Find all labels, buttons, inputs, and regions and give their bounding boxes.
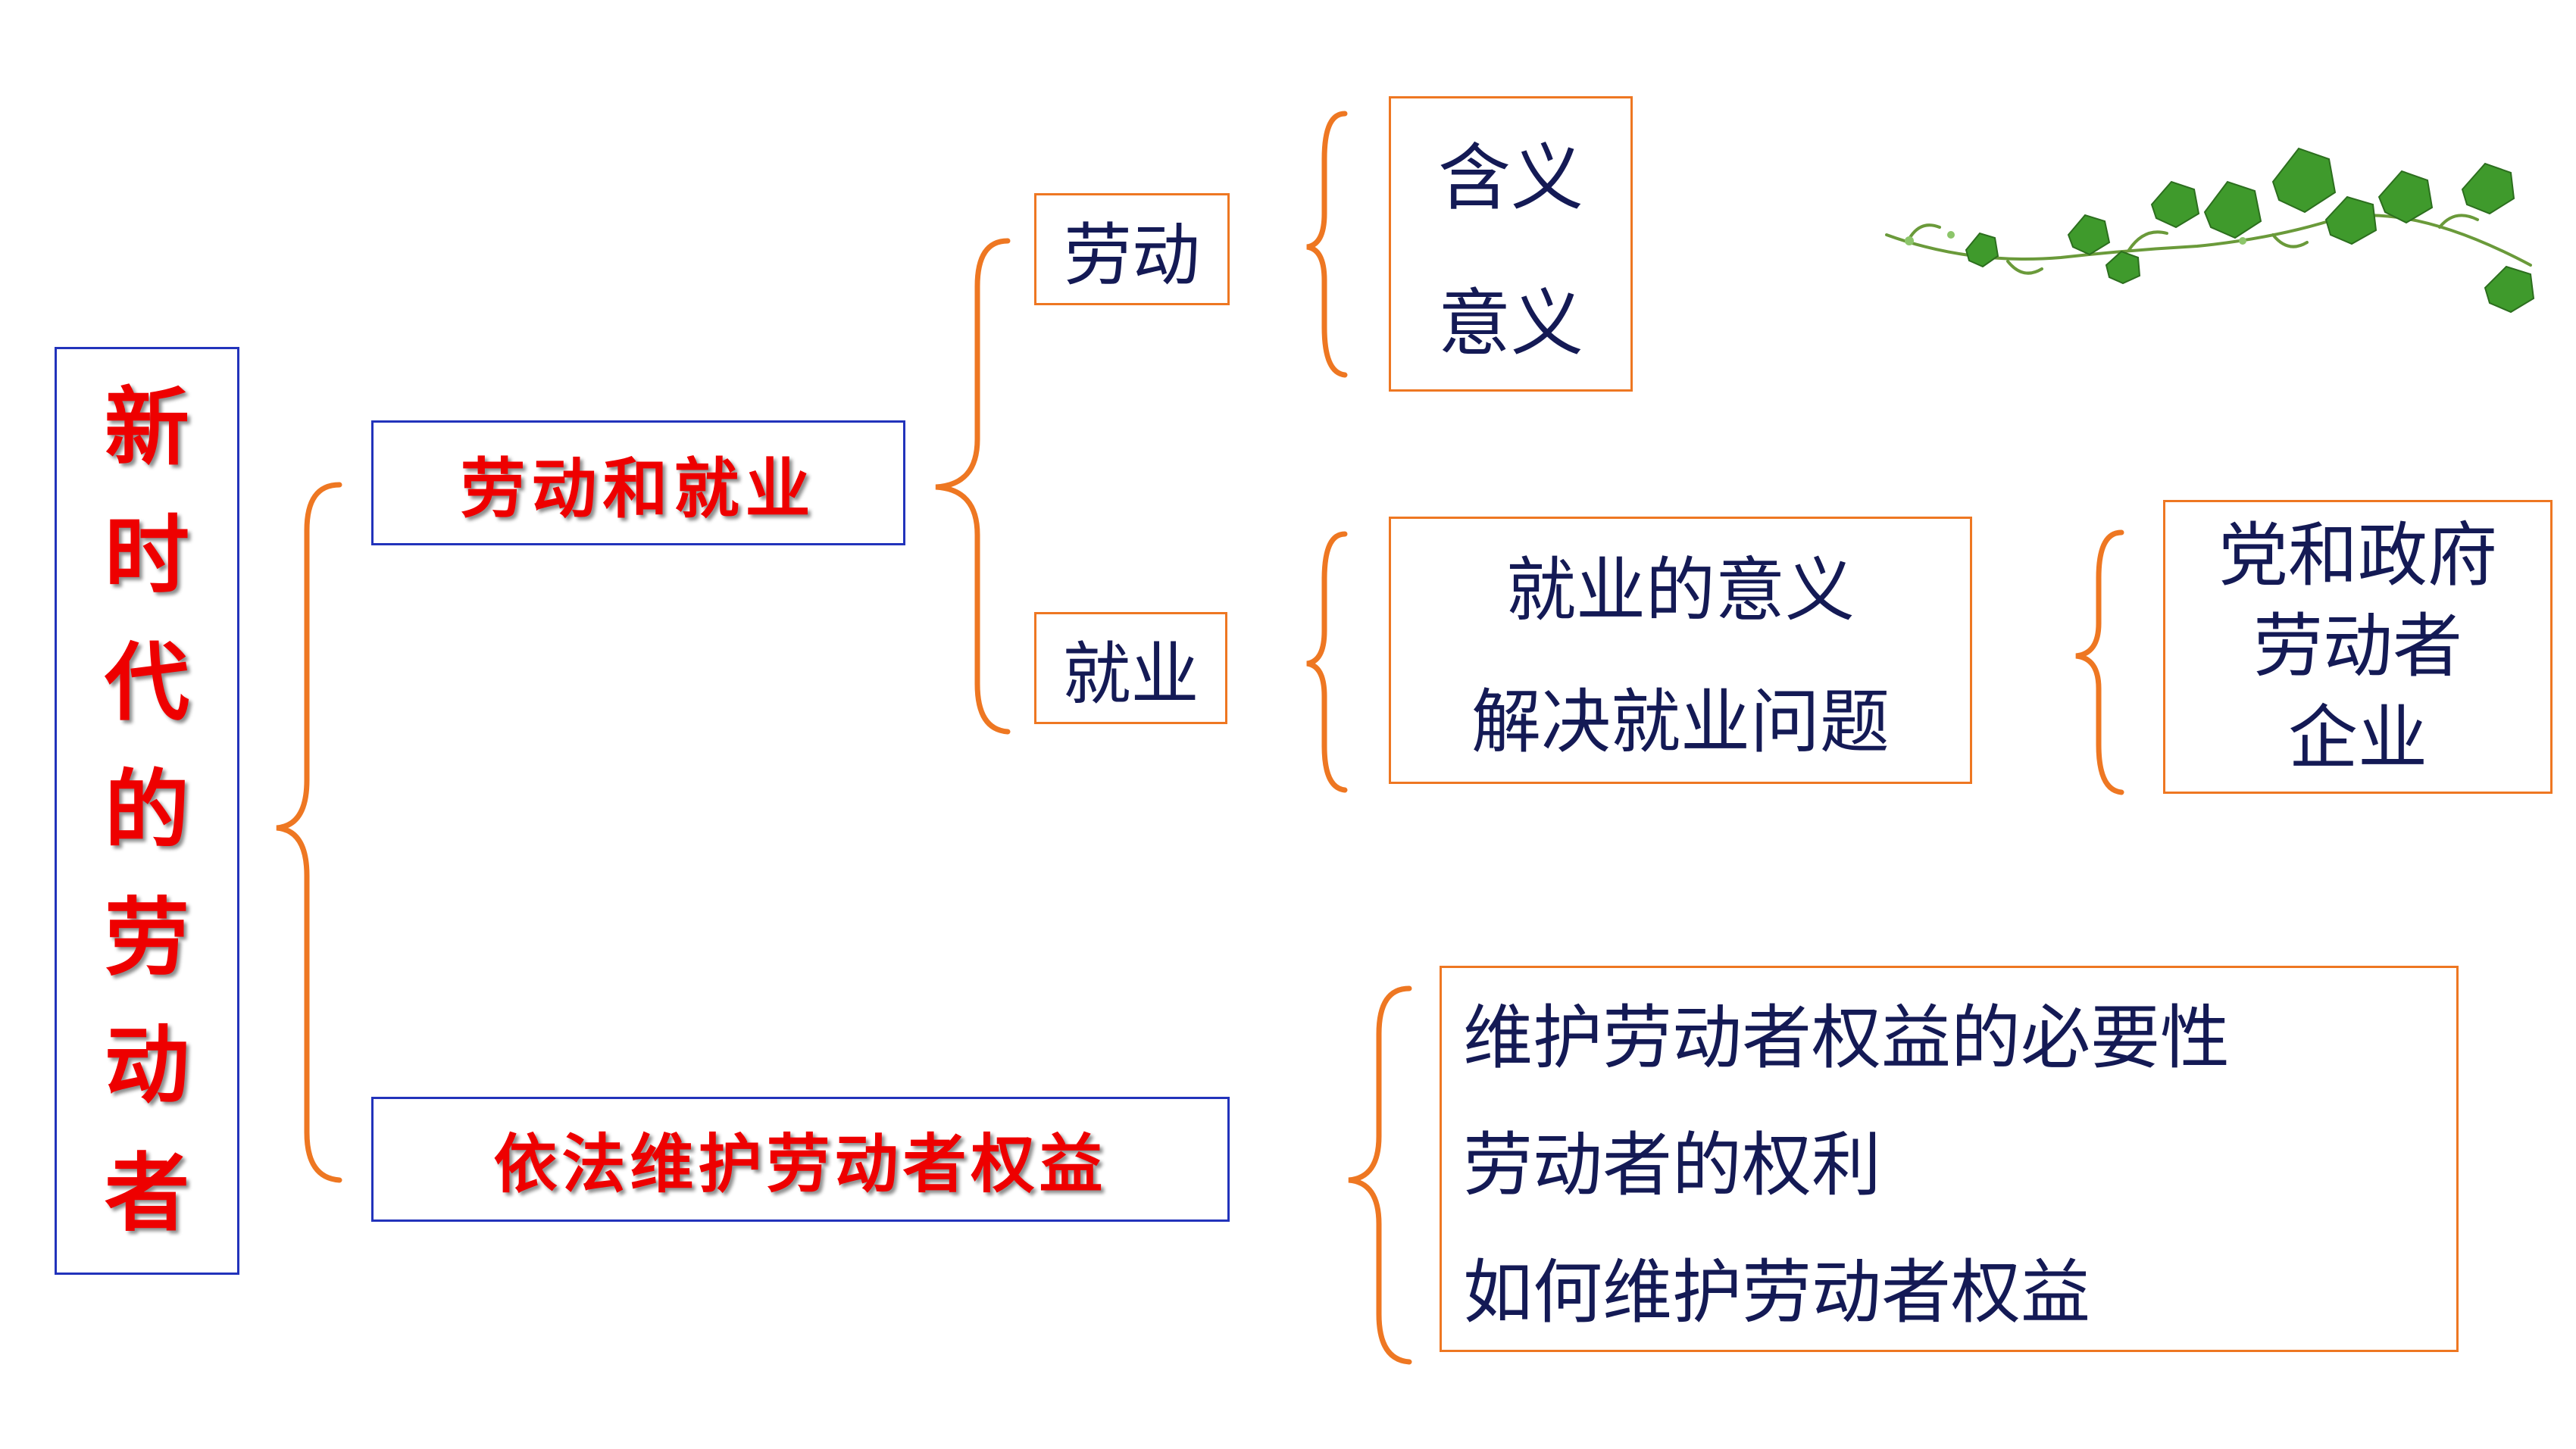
labor-item: 意义 [1438,280,1583,366]
solve-party: 劳动者 [2252,606,2462,688]
labor-box: 劳动 [1034,193,1230,305]
brace-labor [1306,111,1348,378]
employment-item: 解决就业问题 [1471,681,1890,763]
root-title-char: 者 [105,1143,189,1243]
branch-rights-box: 依法维护劳动者权益 [371,1097,1230,1222]
branch-rights-title: 依法维护劳动者权益 [493,1126,1108,1201]
rights-items-box: 维护劳动者权益的必要性 劳动者的权利 如何维护劳动者权益 [1440,966,2459,1352]
root-title-char: 代 [105,633,189,733]
solve-parties-box: 党和政府 劳动者 企业 [2163,500,2553,794]
labor-items-box: 含义 意义 [1389,96,1633,392]
employment-item: 就业的意义 [1505,550,1855,632]
solve-party: 企业 [2287,697,2428,779]
brace-rights [1348,985,1412,1365]
brace-solve-parties [2075,529,2124,795]
rights-item: 维护劳动者权益的必要性 [1463,997,2231,1079]
rights-item: 如何维护劳动者权益 [1463,1251,2091,1333]
root-title-box: 新 时 代 的 劳 动 者 [55,347,239,1275]
branch-labor-employment-box: 劳动和就业 [371,420,905,545]
root-title-char: 新 [105,378,189,478]
root-title-char: 劳 [105,888,189,988]
root-title-char: 时 [105,505,189,605]
rights-item: 劳动者的权利 [1463,1124,1882,1206]
employment-box: 就业 [1034,612,1227,724]
employment-label: 就业 [1062,635,1199,714]
labor-label: 劳动 [1064,216,1200,295]
branch-labor-employment-title: 劳动和就业 [460,451,817,527]
brace-employment [1306,531,1348,793]
labor-item: 含义 [1438,135,1583,220]
root-title-char: 动 [105,1016,189,1116]
root-title-char: 的 [105,760,189,860]
vine-leaves-icon [1885,147,2535,314]
brace-root [276,482,342,1183]
brace-labor-employment [935,238,1011,735]
solve-party: 党和政府 [2218,515,2497,596]
employment-items-box: 就业的意义 解决就业问题 [1389,517,1972,784]
